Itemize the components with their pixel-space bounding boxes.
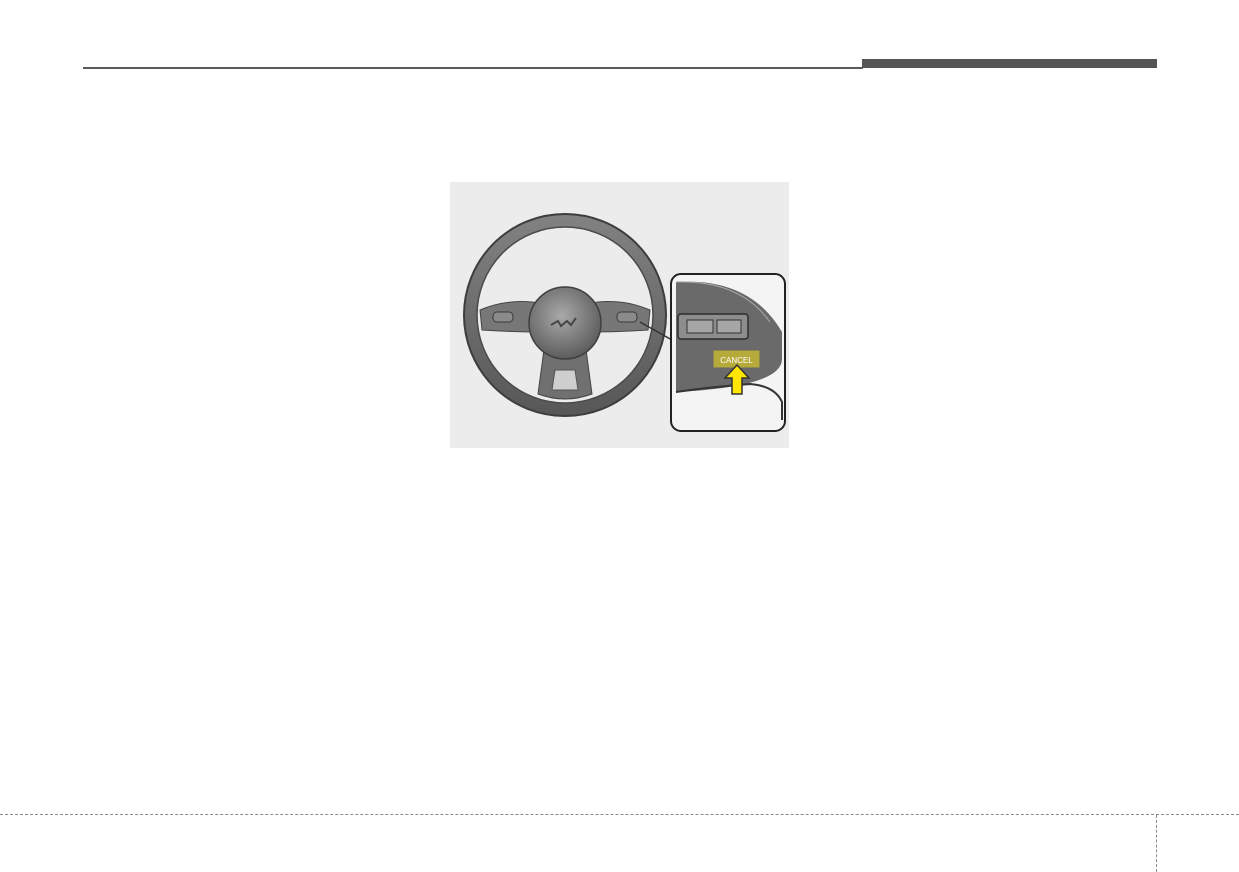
up-arrow-icon xyxy=(723,363,751,395)
footer-tick xyxy=(1156,815,1157,872)
steering-wheel xyxy=(463,213,673,417)
steering-wheel-illustration: CANCEL xyxy=(463,213,786,432)
steering-wheel-figure: CANCEL xyxy=(450,182,789,448)
header-bar xyxy=(862,59,1157,68)
cancel-button-label: CANCEL xyxy=(720,356,753,365)
header-rule xyxy=(83,67,863,69)
footer-rule xyxy=(0,814,1239,815)
